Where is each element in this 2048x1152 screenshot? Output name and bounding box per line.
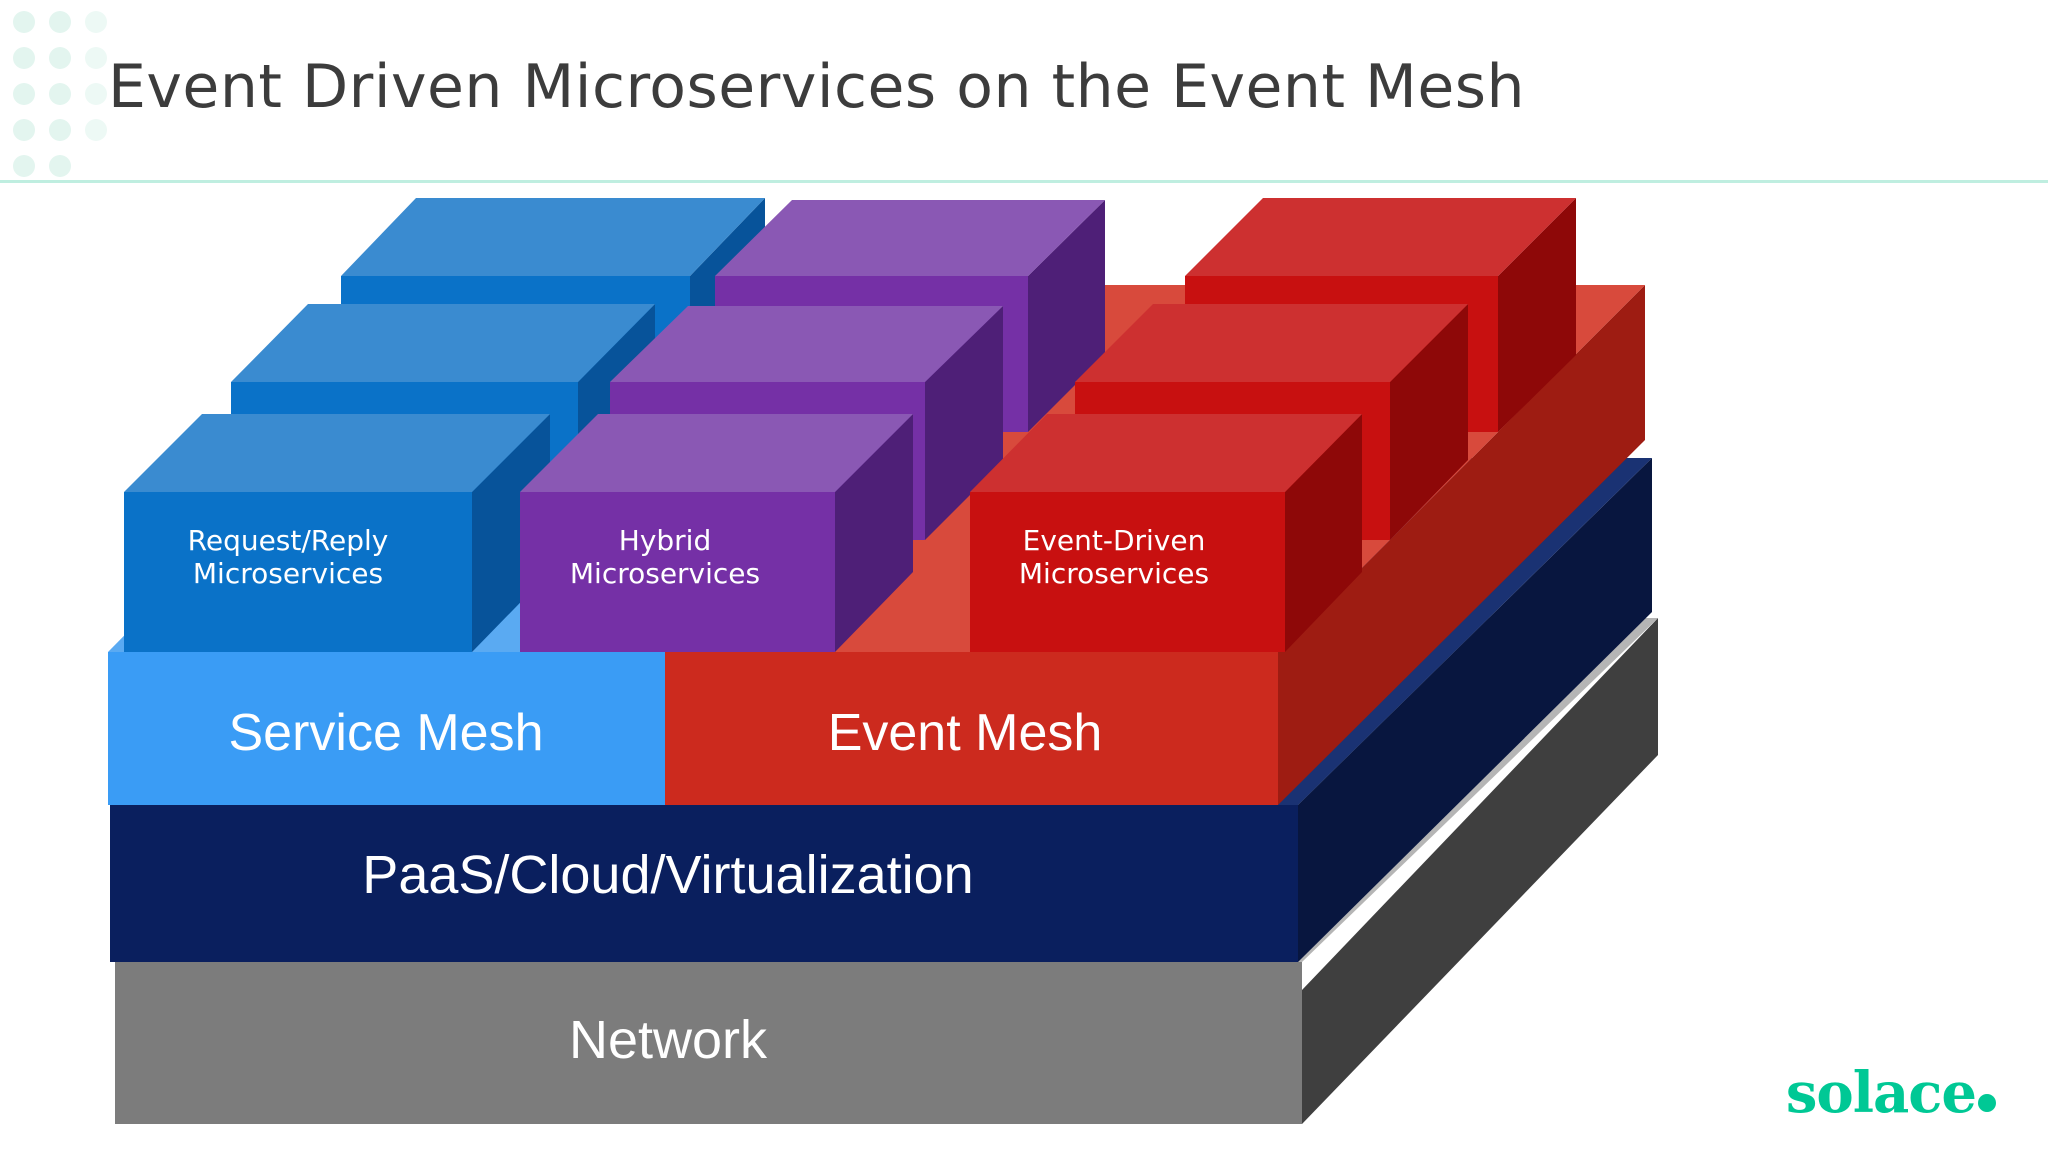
event-driven-label-line2: Microservices [1019, 557, 1209, 590]
request-reply-label-line2: Microservices [193, 557, 383, 590]
solace-logo: solace [1786, 1060, 1996, 1126]
service-mesh-face [108, 652, 665, 805]
network-label: Network [569, 1010, 768, 1070]
hybrid-label-line1: Hybrid [619, 524, 711, 557]
event-driven-box: Event-Driven Microservices [970, 414, 1362, 652]
service-mesh-label: Service Mesh [229, 704, 544, 762]
decorative-dot-grid [8, 8, 118, 178]
logo-dot-icon [1978, 1094, 1996, 1112]
slide-title: Event Driven Microservices on the Event … [108, 52, 1526, 122]
paas-label: PaaS/Cloud/Virtualization [362, 845, 973, 905]
event-driven-label-line1: Event-Driven [1023, 524, 1206, 557]
event-mesh-face [665, 652, 1278, 805]
request-reply-label-line1: Request/Reply [188, 524, 389, 557]
hybrid-label-line2: Microservices [570, 557, 760, 590]
hybrid-box: Hybrid Microservices [520, 414, 913, 652]
title-divider [0, 180, 2048, 183]
request-reply-box: Request/Reply Microservices [124, 414, 550, 652]
event-mesh-label: Event Mesh [828, 704, 1103, 762]
